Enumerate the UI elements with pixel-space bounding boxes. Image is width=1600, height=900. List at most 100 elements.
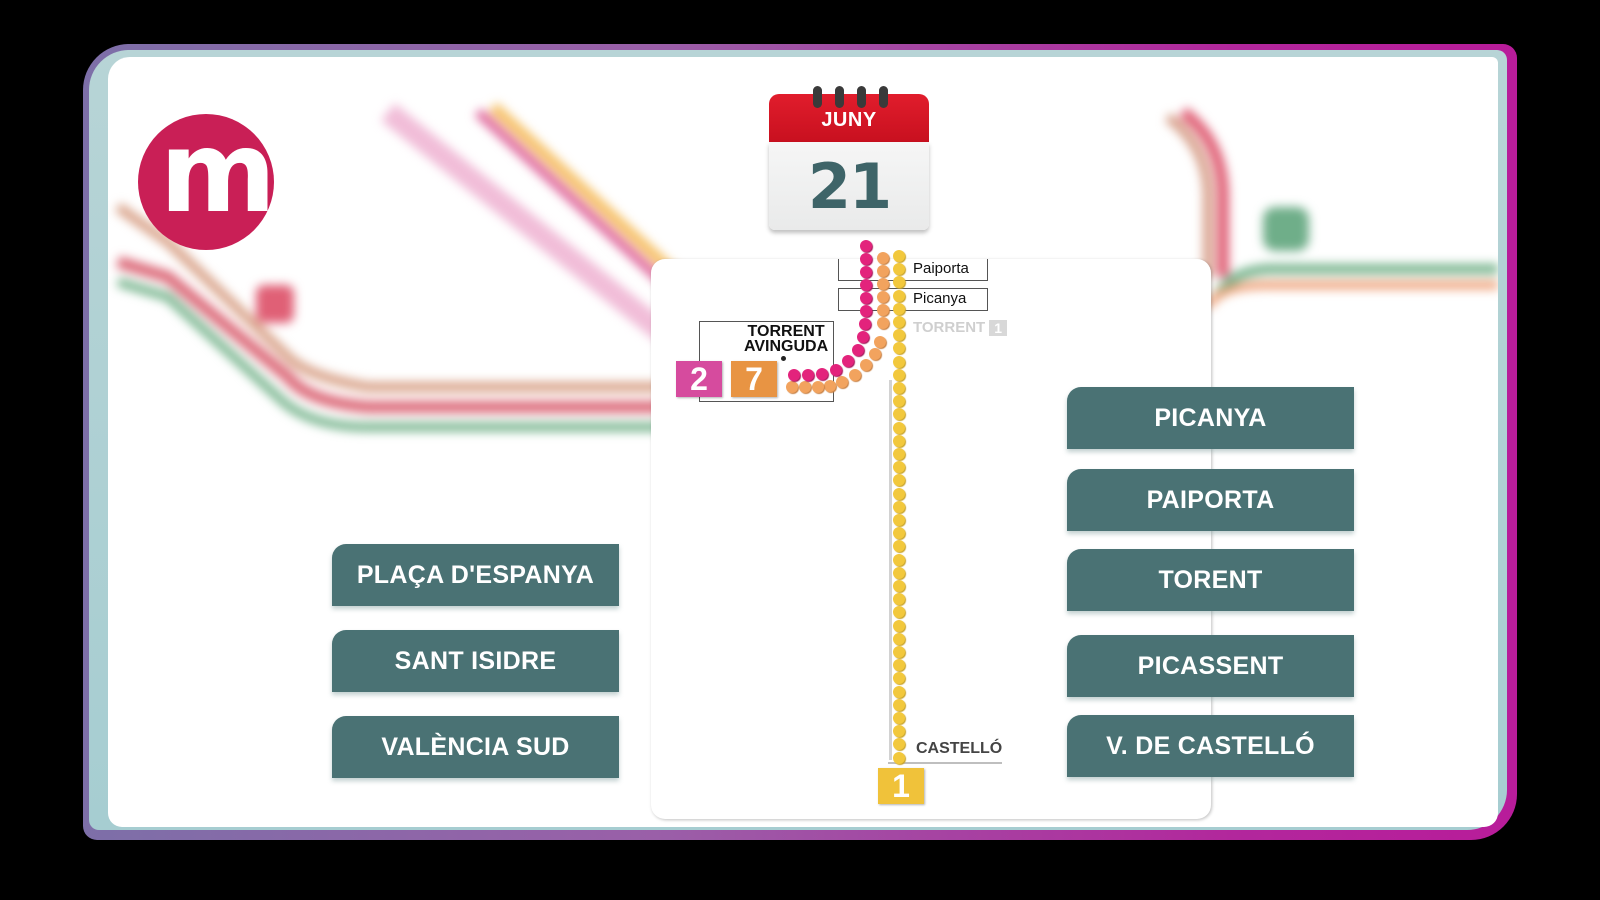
calendar-month: JUNY	[821, 108, 877, 131]
line-7-badge: 7	[731, 361, 777, 397]
route-dot	[877, 265, 889, 277]
station-label-torrent: TORRENT 1	[913, 319, 1008, 336]
route-dot	[893, 316, 905, 328]
station-name: Paiporta	[913, 260, 969, 277]
station-label-paiporta: Paiporta	[838, 259, 988, 281]
route-dot	[812, 381, 824, 393]
station-name-line1: TORRENT	[747, 323, 825, 340]
line-number: 7	[745, 360, 763, 397]
route-dot	[893, 751, 905, 764]
route-dot	[893, 448, 905, 460]
route-dot	[893, 342, 905, 355]
route-dot	[893, 553, 905, 566]
route-dot	[860, 279, 872, 291]
route-dot	[877, 252, 889, 264]
route-dot	[869, 348, 881, 360]
station-name: TORRENT AVINGUDA	[744, 323, 829, 355]
route-dot	[893, 434, 905, 447]
route-dot	[893, 263, 905, 276]
route-dot	[852, 344, 864, 356]
blurred-metro-map	[115, 102, 1498, 432]
route-dot	[893, 646, 905, 658]
route-dot	[893, 672, 905, 685]
route-dot	[893, 514, 905, 526]
route-dot	[802, 369, 814, 381]
pill-label: PICANYA	[1154, 403, 1267, 432]
route-dot	[830, 364, 842, 376]
route-dot	[893, 527, 905, 540]
station-pill-picassent: PICASSENT	[1067, 635, 1354, 697]
route-dot	[893, 659, 905, 672]
station-name-line2: AVINGUDA	[744, 338, 829, 355]
line-1-badge: 1	[878, 768, 924, 804]
route-dot	[877, 317, 889, 329]
route-dot	[836, 376, 848, 388]
station-name: CASTELLÓ	[916, 740, 1003, 757]
pill-label: SANT ISIDRE	[394, 646, 557, 675]
calendar-header: JUNY	[769, 94, 929, 142]
station-marker	[781, 356, 786, 361]
route-dot	[849, 369, 861, 381]
route-dot	[874, 336, 886, 348]
route-dot	[893, 540, 905, 553]
route-dot	[893, 500, 905, 513]
station-name: TORRENT	[913, 319, 986, 336]
route-dot	[859, 318, 871, 330]
metrovalencia-logo: m	[138, 114, 274, 250]
route-dot	[860, 266, 872, 278]
route-dot	[893, 738, 905, 751]
route-dot	[893, 474, 905, 487]
route-dot	[893, 408, 905, 421]
route-dot	[893, 355, 905, 368]
route-dot	[842, 355, 854, 367]
route-dot	[877, 304, 889, 316]
calendar-ring-icon	[835, 86, 844, 108]
station-label-castello: CASTELLÓ	[888, 740, 1002, 764]
route-dot	[893, 606, 905, 619]
route-dot	[857, 331, 869, 343]
route-dot	[786, 381, 798, 393]
route-dot	[893, 593, 905, 606]
route-dot	[788, 369, 800, 381]
station-pill-paiporta: PAIPORTA	[1067, 469, 1354, 531]
station-pill-placa-espanya: PLAÇA D'ESPANYA	[332, 544, 619, 606]
calendar-day: 21	[807, 149, 892, 223]
route-dot	[893, 395, 905, 408]
route-dot	[893, 289, 905, 302]
station-pill-sant-isidre: SANT ISIDRE	[332, 630, 619, 692]
calendar-ring-icon	[879, 86, 888, 108]
route-dot	[816, 368, 828, 380]
pill-label: PICASSENT	[1137, 651, 1284, 680]
route-dot	[860, 359, 872, 371]
pill-label: TORENT	[1158, 565, 1263, 594]
route-dot	[893, 250, 905, 262]
route-dot	[893, 421, 905, 434]
route-dot	[877, 291, 889, 303]
line-badge-muted: 1	[989, 319, 1008, 336]
logo-letter: m	[159, 114, 274, 238]
calendar-ring-icon	[813, 86, 822, 108]
route-dot	[893, 329, 905, 342]
calendar-icon: JUNY 21	[769, 86, 929, 232]
route-dot	[877, 278, 889, 290]
route-dot	[860, 292, 872, 304]
pill-label: PAIPORTA	[1146, 485, 1275, 514]
pill-label: V. DE CASTELLÓ	[1106, 731, 1315, 760]
station-pill-v-de-castello: V. DE CASTELLÓ	[1067, 715, 1354, 777]
route-dot	[893, 725, 905, 738]
route-dot	[799, 381, 811, 393]
route-dot	[893, 276, 905, 289]
route-dot	[893, 461, 905, 474]
pill-label: PLAÇA D'ESPANYA	[356, 560, 595, 589]
route-dot	[893, 487, 905, 500]
route-dot	[893, 632, 905, 645]
route-dot	[824, 380, 836, 392]
calendar-body: 21	[769, 142, 929, 230]
route-dot	[893, 580, 905, 592]
station-pill-torent: TORENT	[1067, 549, 1354, 611]
line-number: 1	[892, 767, 910, 804]
station-name: Picanya	[913, 290, 967, 307]
line-2-badge: 2	[676, 361, 722, 397]
station-pill-valencia-sud: VALÈNCIA SUD	[332, 716, 619, 778]
route-dot	[860, 253, 872, 265]
